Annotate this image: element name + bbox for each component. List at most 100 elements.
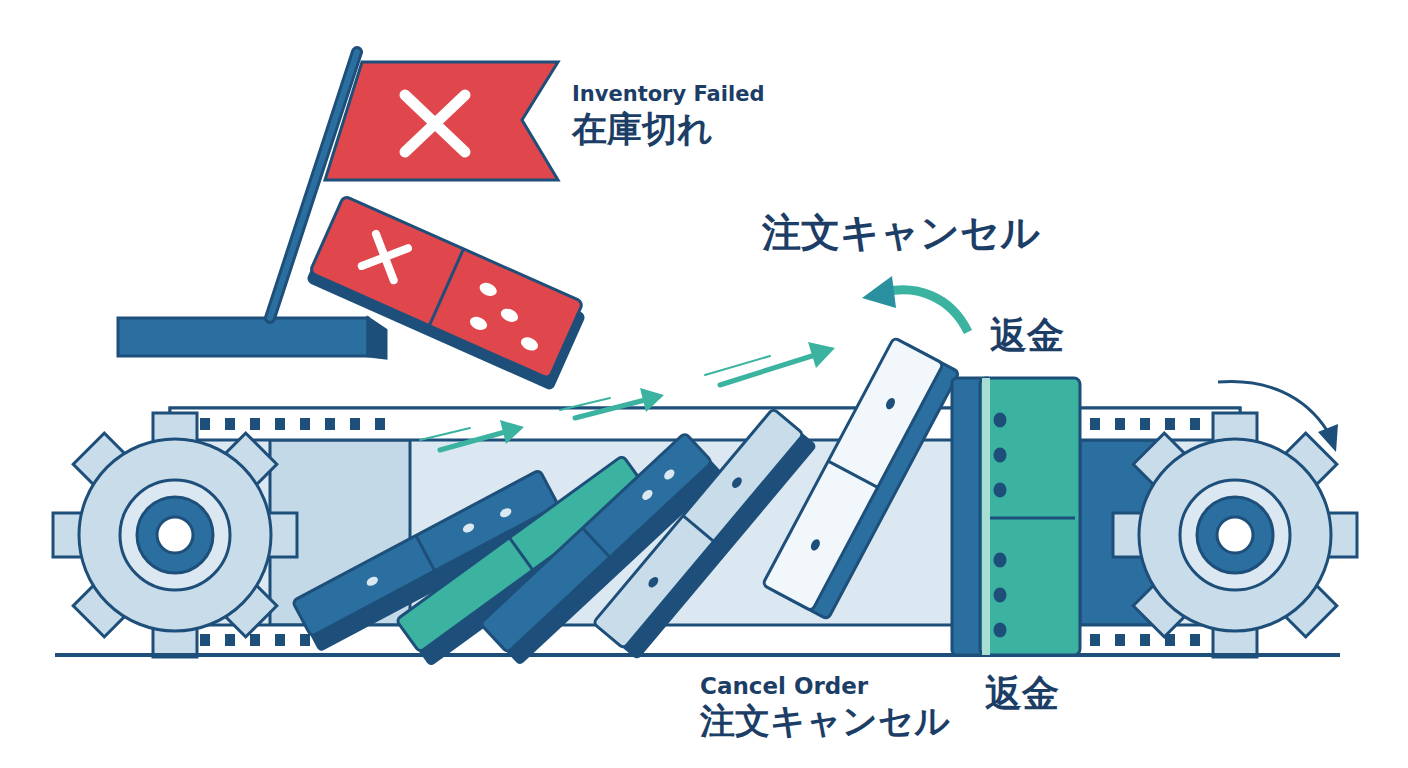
shape-part [300,634,310,646]
label-text: Cancel Order [700,674,868,699]
shape-part [200,634,210,646]
shape-part [560,398,610,410]
domino [762,337,959,619]
label-text: 注文キャンセル [762,212,1040,255]
shape-part [885,290,968,332]
motion-arrow [420,342,835,450]
shape-part [884,396,897,410]
curved-arrow [862,276,968,332]
shape-part [405,95,465,152]
shape-part [1140,418,1150,430]
shape-part [499,306,520,324]
label-text: 在庫切れ [572,110,713,149]
shape-part [720,355,815,385]
shape-part [420,428,470,440]
shape-part [995,624,1005,636]
shape-part [499,506,513,519]
shape-part [985,517,1075,520]
shape-part [1318,424,1338,452]
gear [53,413,297,657]
shape-part [509,538,533,570]
shape-part [200,418,210,430]
shape-part [368,318,386,358]
shape-part [275,418,285,430]
shape-part [593,408,804,648]
shape-part [1115,418,1125,430]
shape-part [405,95,465,152]
shape-part [1140,634,1150,646]
shape-part [225,634,235,646]
shape-part [828,461,877,487]
shape-part [995,449,1005,461]
shape-part [1165,418,1175,430]
shape-part [1197,497,1273,573]
shape-part [995,414,1005,426]
shape-part [362,234,408,280]
shape-part [440,432,505,450]
shape-part [500,420,524,444]
shape-part [375,418,385,430]
shape-part [429,249,463,326]
ground-line [55,653,1340,657]
shape-part [952,378,992,655]
shape-part [1190,418,1200,430]
shape-part [362,234,408,280]
shape-part [468,314,489,332]
label-text: 注文キャンセル [700,702,950,741]
shape-part [325,418,335,430]
shape-part [995,484,1005,496]
shape-part [583,528,610,557]
shape-part [310,196,584,379]
shape-part [1190,634,1200,646]
shape-part [1090,418,1100,430]
shape-part [762,337,943,611]
shape-part [640,488,654,502]
domino [593,408,817,660]
shape-part [519,335,540,353]
shape-part [416,536,435,571]
shape-part [157,517,193,553]
shape-part [300,418,310,430]
shape-part [646,575,660,589]
shape-part [120,480,230,590]
shape-part [225,418,235,430]
shape-part [461,522,475,535]
shape-part [683,516,714,542]
shape-part [1217,517,1253,553]
shape-part [862,276,896,308]
shape-part [1090,634,1100,646]
shape-part [809,538,822,552]
shape-part [575,400,645,418]
shape-part [730,475,744,489]
shape-part [982,378,990,655]
shape-part [995,589,1005,601]
standing-domino [952,378,1080,655]
shape-part [250,418,260,430]
label-text: 返金 [985,674,1059,715]
shape-part [808,342,835,368]
shape-part [477,280,498,298]
platform [118,318,386,358]
shape-part [980,378,1080,655]
shape-part [705,356,770,375]
shape-part [250,634,260,646]
shape-part [365,575,379,588]
shape-part [1218,381,1328,432]
gear [1113,413,1357,657]
shape-part [1139,439,1331,631]
label-text: 返金 [990,316,1064,357]
shape-part [137,497,213,573]
shape-part [1115,634,1125,646]
shape-part [1180,480,1290,590]
shape-part [79,439,271,631]
shape-part [118,318,368,356]
shape-part [325,62,558,180]
failed-domino [306,196,591,392]
shape-part [350,418,360,430]
shape-part [662,467,676,481]
curved-arrow [1218,381,1338,452]
shape-part [640,388,664,412]
label-text: Inventory Failed [572,83,764,106]
shape-part [275,634,285,646]
